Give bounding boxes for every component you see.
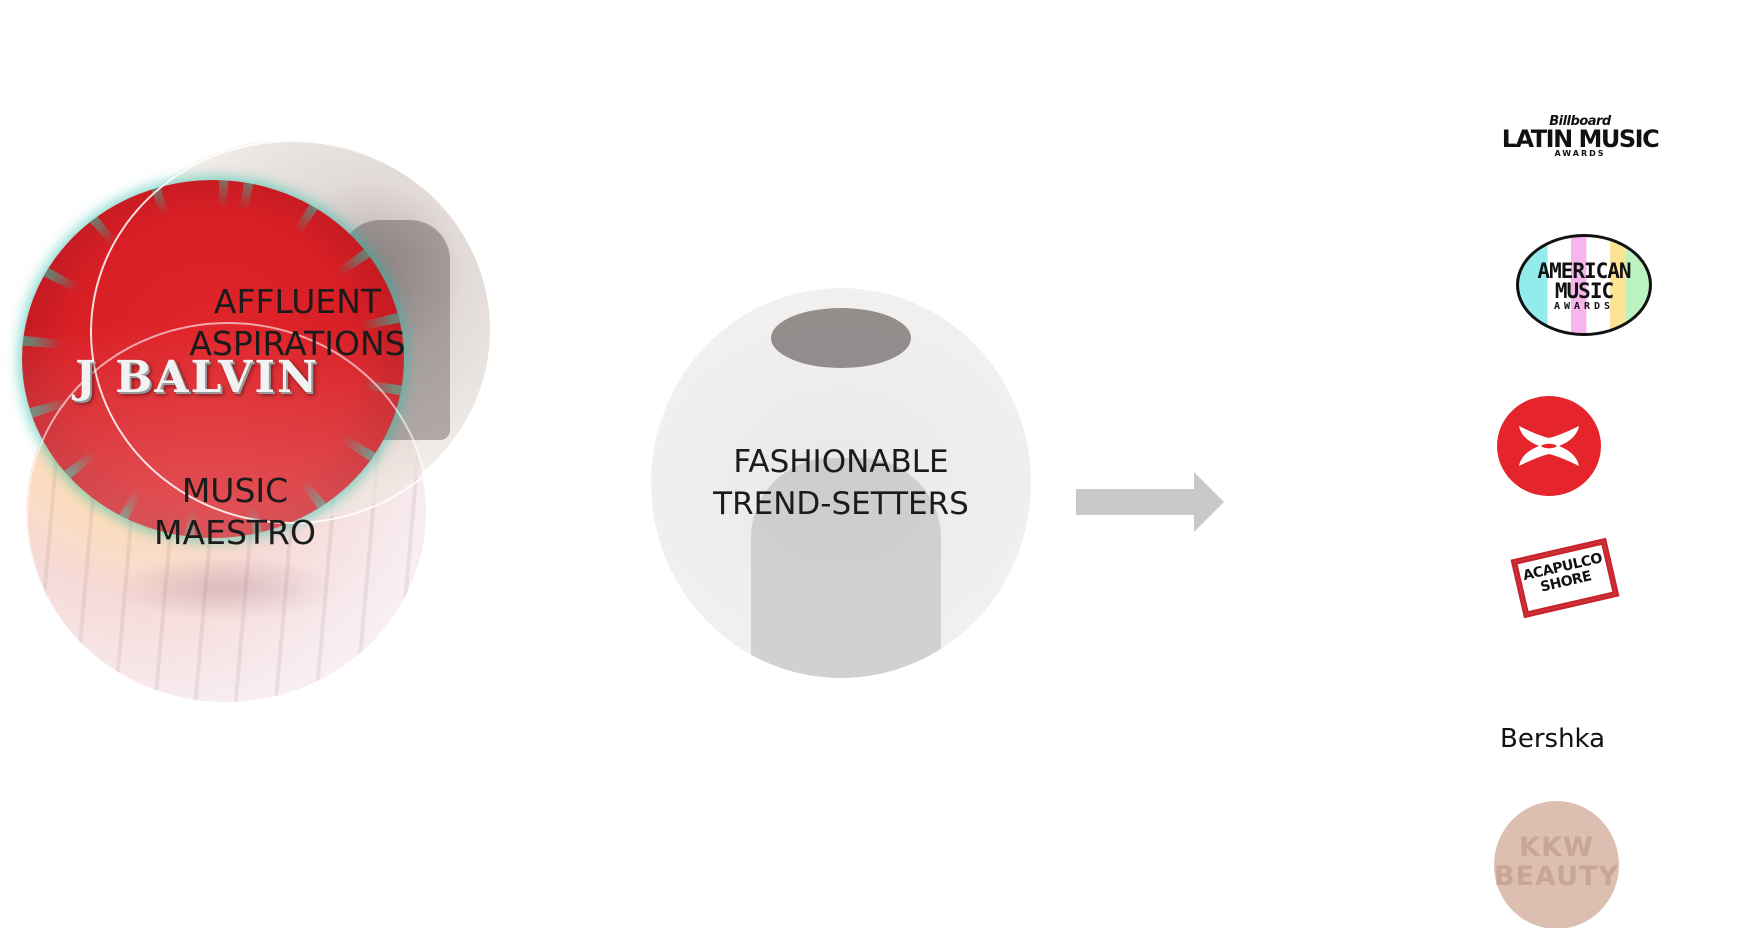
ama-logo-line3: AWARDS — [1553, 301, 1615, 312]
ama-logo-line1: AMERICAN — [1537, 259, 1631, 283]
under-armour-icon — [1497, 396, 1601, 496]
j-balvin-logo-text: J BALVIN — [75, 352, 320, 403]
music-maestro-label-line-1: MUSIC — [181, 471, 289, 510]
bershka-logo: Bershka — [1500, 724, 1606, 754]
billboard-logo-main: LATIN MUSIC — [1501, 125, 1660, 153]
fashionable-trend-setters-label-line-1: FASHIONABLE — [733, 444, 949, 480]
kkw-beauty-text-line-2: BEAUTY — [1494, 861, 1619, 892]
j-balvin-logo-badge — [22, 180, 404, 538]
billboard-logo-top: Billboard — [1549, 114, 1611, 129]
fashionable-trend-setters-label-line-2: TREND-SETTERS — [713, 486, 969, 522]
kkw-beauty-text-line-1: KKW — [1519, 832, 1594, 863]
american-music-awards-logo: AMERICAN MUSIC AWARDS — [1516, 234, 1652, 336]
affluent-aspirations-label-line-1: AFFLUENT — [213, 282, 382, 321]
billboard-latin-music-awards-logo: Billboard LATIN MUSIC AWARDS — [1495, 115, 1665, 160]
ama-logo-line2: MUSIC — [1554, 279, 1614, 303]
right-arrow-icon — [1076, 472, 1224, 532]
fashionable-trend-setters-label: FASHIONABLE TREND-SETTERS — [651, 441, 1031, 525]
affluent-aspirations-label-line-2: ASPIRATIONS — [189, 324, 406, 363]
fashionable-trend-setters-photo-circle — [651, 288, 1031, 678]
under-armour-mark-icon — [1519, 426, 1579, 466]
billboard-logo-bottom: AWARDS — [1554, 149, 1606, 158]
music-maestro-label-line-2: MAESTRO — [154, 513, 316, 552]
